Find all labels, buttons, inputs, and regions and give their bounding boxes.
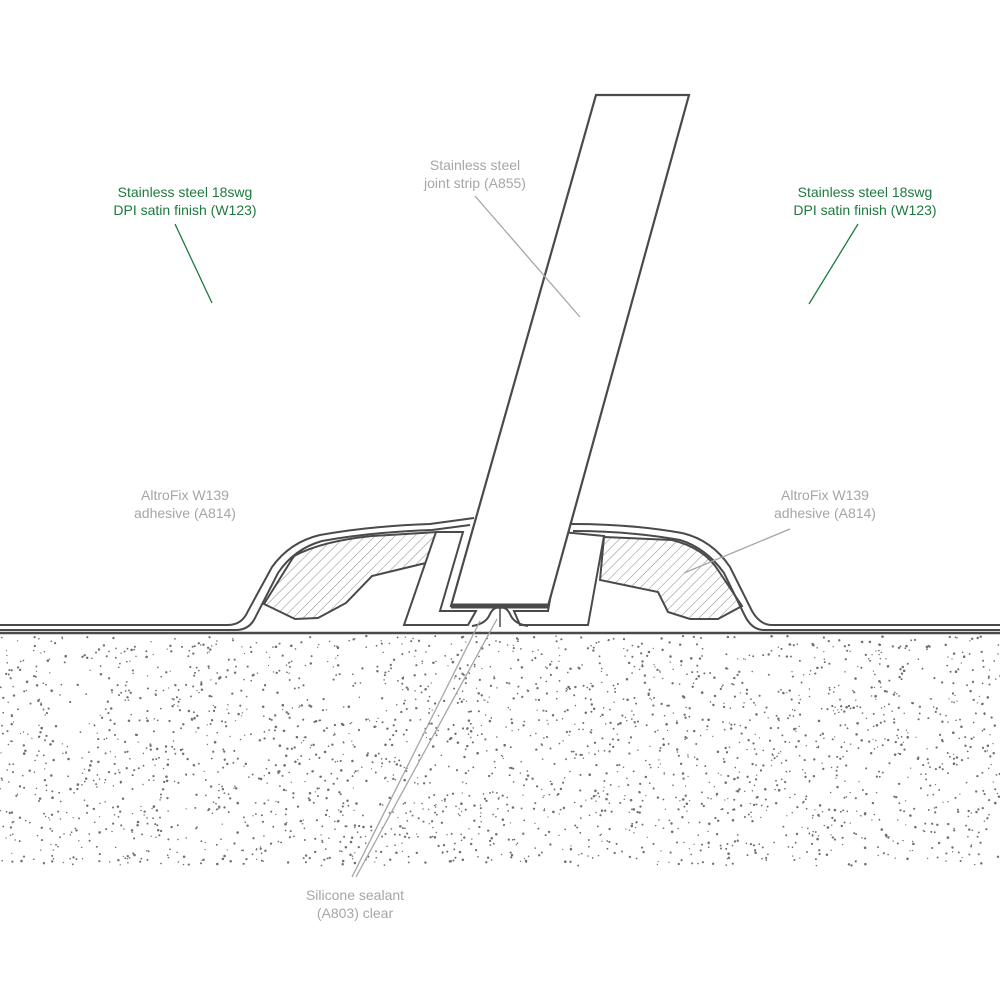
steel-sheet-left-inner — [0, 524, 471, 631]
label-line: adhesive (A814) — [134, 505, 236, 521]
label-adhesive-left: AltroFix W139 adhesive (A814) — [110, 486, 260, 522]
label-line: Stainless steel 18swg — [797, 184, 933, 200]
steel-sheet-left — [0, 517, 475, 626]
adhesive-left — [262, 530, 440, 621]
label-line: Stainless steel — [429, 157, 521, 173]
label-line: (A803) clear — [316, 905, 394, 921]
label-line: AltroFix W139 — [141, 487, 229, 503]
leader-sealant-1 — [351, 620, 481, 878]
label-adhesive-right: AltroFix W139 adhesive (A814) — [750, 486, 900, 522]
label-silicone-sealant: Silicone sealant (A803) clear — [270, 886, 440, 922]
silicone-sealant-bead — [471, 606, 529, 627]
label-joint-strip: Stainless steel joint strip (A855) — [405, 156, 545, 192]
label-steel-sheet-left: Stainless steel 18swg DPI satin finish (… — [100, 183, 270, 219]
leader-adhesive-right — [683, 528, 791, 574]
label-line: adhesive (A814) — [774, 505, 876, 521]
leader-steel-right — [808, 223, 859, 305]
leader-sealant-2 — [355, 618, 498, 878]
label-line: DPI satin finish (W123) — [113, 202, 257, 218]
label-line: Stainless steel 18swg — [117, 184, 253, 200]
leader-steel-left — [174, 223, 213, 304]
label-line: AltroFix W139 — [781, 487, 869, 503]
wedge-profile-right — [512, 530, 606, 626]
label-line: Silicone sealant — [305, 887, 405, 903]
steel-sheet-right-inner — [572, 530, 1000, 631]
concrete-substrate — [0, 633, 1000, 868]
label-steel-sheet-right: Stainless steel 18swg DPI satin finish (… — [780, 183, 950, 219]
adhesive-right — [598, 535, 744, 620]
label-line: joint strip (A855) — [424, 175, 526, 191]
wedge-profile-left — [402, 531, 478, 626]
label-line: DPI satin finish (W123) — [793, 202, 937, 218]
leader-joint-strip — [474, 195, 581, 318]
steel-sheet-right — [566, 523, 1000, 626]
